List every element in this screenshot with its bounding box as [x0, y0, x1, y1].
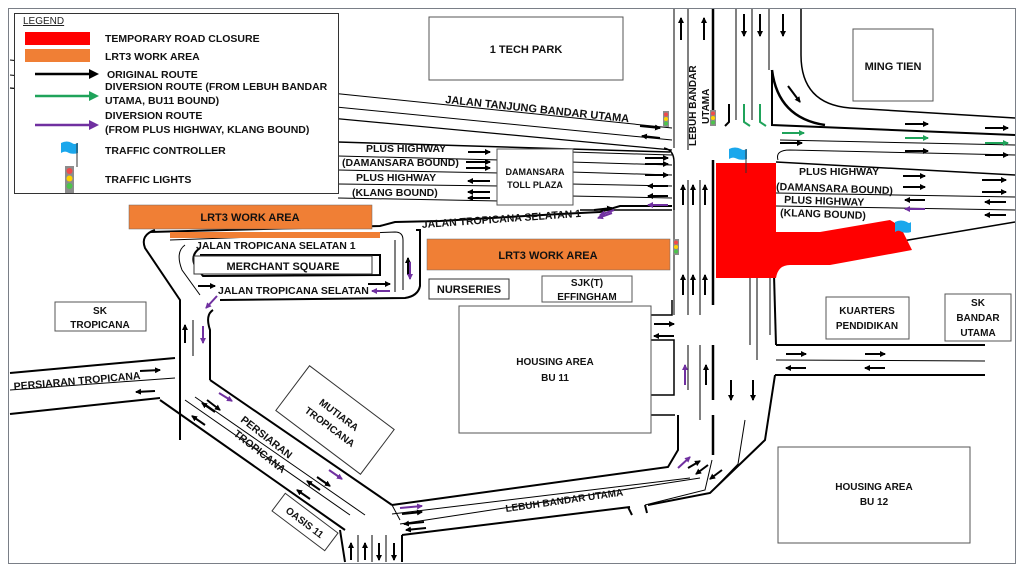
legend-item-traffic-controller: TRAFFIC CONTROLLER: [15, 141, 338, 167]
svg-text:UTAMA: UTAMA: [960, 328, 995, 339]
original-route-arrows: [135, 14, 1009, 561]
orange-fill-swatch: [25, 49, 90, 62]
building-sk-bandar-utama: SK BANDAR UTAMA: [944, 293, 1012, 342]
road-label-jts: JALAN TROPICANA SELATAN: [218, 285, 369, 297]
building-sk-tropicana: SK TROPICANA: [54, 301, 147, 332]
road-label-plus-damansara-east-2: (DAMANSARA BOUND): [776, 181, 893, 197]
legend-item-original-route: ORIGINAL ROUTE: [15, 67, 338, 81]
svg-text:SK: SK: [971, 298, 986, 309]
traffic-controller-flag-icon: [729, 147, 747, 173]
svg-text:BU 11: BU 11: [541, 373, 569, 384]
road-label-jts1-lower: JALAN TROPICANA SELATAN 1: [196, 240, 356, 252]
building-sjkt-effingham: SJK(T) EFFINGHAM: [541, 275, 633, 303]
svg-text:TOLL PLAZA: TOLL PLAZA: [507, 180, 563, 190]
traffic-light-icon: [65, 166, 74, 193]
svg-text:LRT3 WORK AREA: LRT3 WORK AREA: [200, 212, 299, 224]
building-merchant-square: MERCHANT SQUARE: [193, 255, 373, 275]
map-frame: [8, 8, 1016, 564]
building-1-tech-park: 1 TECH PARK: [428, 16, 624, 81]
svg-text:DAMANSARA: DAMANSARA: [506, 167, 565, 177]
svg-text:HOUSING AREA: HOUSING AREA: [835, 482, 912, 493]
legend-item-road-closure: TEMPORARY ROAD CLOSURE: [15, 32, 338, 46]
legend-item-diversion-klang: DIVERSION ROUTE (FROM PLUS HIGHWAY, KLAN…: [15, 110, 338, 138]
svg-text:HOUSING AREA: HOUSING AREA: [516, 357, 593, 368]
road-label-lebuh-bandar-vertical-2: UTAMA: [701, 89, 712, 124]
svg-text:1 TECH PARK: 1 TECH PARK: [490, 44, 563, 56]
road-label-plus-klang-west: PLUS HIGHWAY: [356, 172, 436, 184]
legend-label: TRAFFIC LIGHTS: [105, 174, 192, 186]
building-kuarters-pendidikan: KUARTERS PENDIDIKAN: [825, 296, 910, 340]
legend-label: DIVERSION ROUTE: [105, 110, 203, 122]
legend-label: TRAFFIC CONTROLLER: [105, 145, 226, 157]
legend-label: ORIGINAL ROUTE: [107, 69, 198, 81]
svg-text:TROPICANA: TROPICANA: [70, 320, 129, 331]
building-housing-bu11: HOUSING AREA BU 11: [458, 305, 652, 434]
legend-item-lrt3-work-area: LRT3 WORK AREA: [15, 49, 338, 63]
svg-text:PENDIDIKAN: PENDIDIKAN: [836, 321, 898, 332]
svg-text:NURSERIES: NURSERIES: [437, 284, 501, 296]
road-label-plus-klang-west-2: (KLANG BOUND): [352, 187, 438, 199]
svg-text:MING TIEN: MING TIEN: [865, 61, 922, 73]
original-route-turn-marker: [724, 104, 730, 127]
purple-arrow-icon: [35, 120, 99, 130]
road-label-plus-damansara-east: PLUS HIGHWAY: [799, 166, 879, 178]
road-label-plus-damansara-west-2: (DAMANSARA BOUND): [342, 157, 459, 169]
legend-label: TEMPORARY ROAD CLOSURE: [105, 33, 260, 45]
temporary-road-closure: [716, 163, 912, 278]
svg-text:SK: SK: [93, 306, 108, 317]
building-mutiara-tropicana: MUTIARA TROPICANA: [275, 365, 395, 475]
svg-text:KUARTERS: KUARTERS: [839, 306, 895, 317]
legend-label: (FROM PLUS HIGHWAY, KLANG BOUND): [105, 124, 310, 136]
svg-text:BU 12: BU 12: [860, 497, 889, 508]
red-fill-swatch: [25, 32, 90, 45]
road-label-plus-klang-east-2: (KLANG BOUND): [780, 207, 866, 222]
diversion-route-bu11-arrows: [743, 104, 1009, 146]
traffic-light-icon: [673, 239, 679, 255]
svg-text:BANDAR: BANDAR: [956, 313, 1000, 324]
legend-label: DIVERSION ROUTE (FROM LEBUH BANDAR: [105, 81, 328, 93]
legend-item-traffic-lights: TRAFFIC LIGHTS: [15, 166, 338, 193]
legend-label: LRT3 WORK AREA: [105, 51, 200, 63]
traffic-light-icon: [710, 110, 716, 126]
traffic-controller-flag-icon: [895, 220, 911, 233]
lrt3-work-area-left: LRT3 WORK AREA: [128, 204, 380, 238]
damansara-toll-plaza: DAMANSARA TOLL PLAZA: [496, 148, 574, 206]
road-label-lebuh-bandar-vertical: LEBUH BANDAR: [688, 65, 699, 146]
traffic-light-icon: [663, 111, 669, 127]
svg-text:SJK(T): SJK(T): [571, 278, 603, 289]
svg-text:LRT3 WORK AREA: LRT3 WORK AREA: [498, 250, 597, 262]
green-arrow-icon: [35, 91, 99, 101]
legend-title: LEGEND: [23, 16, 65, 27]
blue-flag-icon: [61, 141, 78, 167]
building-nurseries: NURSERIES: [428, 278, 510, 300]
building-ming-tien: MING TIEN: [852, 28, 934, 102]
legend-item-diversion-bu11: DIVERSION ROUTE (FROM LEBUH BANDAR UTAMA…: [15, 81, 338, 109]
road-label-plus-damansara-west: PLUS HIGHWAY: [366, 143, 446, 155]
svg-text:MERCHANT SQUARE: MERCHANT SQUARE: [226, 261, 339, 273]
diversion-route-klang-arrows: [200, 202, 925, 510]
legend-label: UTAMA, BU11 BOUND): [105, 95, 220, 107]
road-network: [9, 8, 1016, 563]
svg-text:EFFINGHAM: EFFINGHAM: [557, 292, 616, 303]
black-arrow-icon: [35, 69, 99, 79]
legend: LEGEND TEMPORARY ROAD CLOSURE LRT3 WORK …: [14, 13, 339, 194]
building-housing-bu12: HOUSING AREA BU 12: [777, 446, 971, 544]
road-label-plus-klang-east: PLUS HIGHWAY: [784, 194, 864, 209]
lrt3-work-area-center: LRT3 WORK AREA: [426, 238, 671, 271]
